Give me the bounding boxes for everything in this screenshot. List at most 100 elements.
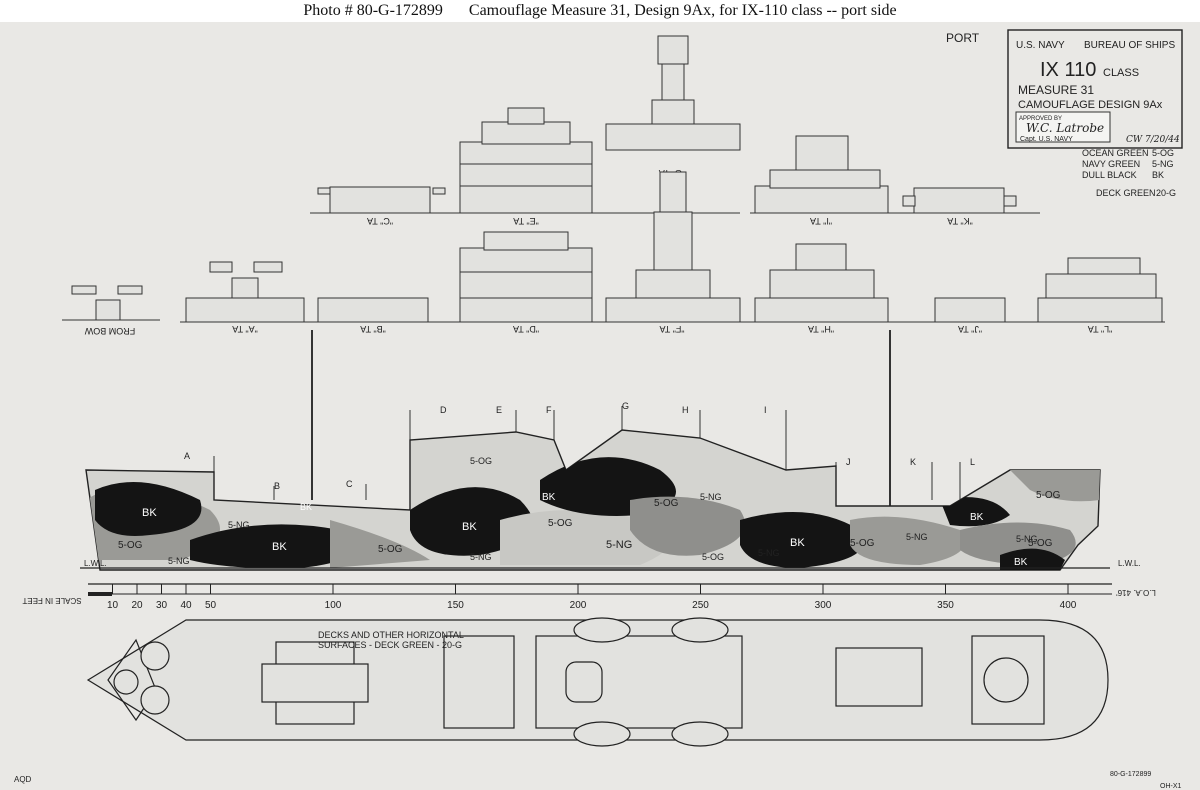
patch-label: 5-OG bbox=[378, 544, 403, 555]
camo-patch-black bbox=[95, 482, 202, 536]
corner-mark-right: OH-X1 bbox=[1160, 783, 1182, 790]
transverse-views-mid bbox=[62, 171, 1165, 323]
patch-label: 5-OG bbox=[118, 540, 143, 551]
section-letter-j: J bbox=[846, 457, 851, 467]
section-letter-b: B bbox=[274, 481, 280, 491]
patch-label: 5-OG bbox=[1028, 538, 1053, 549]
patch-label: 5-NG bbox=[1016, 534, 1038, 544]
patch-label: 5-OG bbox=[850, 538, 875, 549]
section-letter-i: I bbox=[764, 405, 767, 415]
section-letter-k: K bbox=[910, 457, 916, 467]
scale-tick-label: 30 bbox=[156, 600, 168, 611]
patch-label: 5-OG bbox=[654, 498, 679, 509]
title-navy: U.S. NAVY bbox=[1016, 40, 1065, 51]
patch-label: BK bbox=[142, 507, 157, 519]
lwl-label-bow: L.W.L. bbox=[84, 559, 107, 568]
view-i-shape bbox=[754, 185, 889, 214]
legend-name-dull-black: DULL BLACK bbox=[1082, 170, 1137, 180]
patch-label: BK bbox=[272, 541, 287, 553]
patch-label: BK bbox=[1014, 557, 1028, 568]
port-label: PORT bbox=[946, 31, 980, 45]
patch-label: BK bbox=[790, 537, 805, 549]
view-a-shape bbox=[185, 297, 305, 323]
patch-label: 5-OG bbox=[470, 456, 492, 466]
transverse-views-top bbox=[310, 35, 1040, 214]
view-label-k: "K" TA bbox=[947, 216, 973, 226]
scale-tick-label: 10 bbox=[107, 600, 119, 611]
section-letter-f: F bbox=[546, 405, 552, 415]
patch-label: BK bbox=[970, 512, 984, 523]
scale-tick-label: 250 bbox=[692, 600, 709, 611]
view-d-shape bbox=[459, 247, 593, 323]
title-class-no: IX 110 bbox=[1040, 59, 1096, 81]
approval-stamp bbox=[1015, 111, 1111, 143]
loa-label: L.O.A. 416' bbox=[1116, 588, 1156, 597]
view-b-shape bbox=[317, 297, 429, 323]
patch-label: 5-NG bbox=[758, 548, 780, 558]
view-label-c: "C" TA bbox=[367, 216, 393, 226]
patch-label: 5-NG bbox=[470, 552, 492, 562]
scale-tick-label: 300 bbox=[815, 600, 832, 611]
title-block: U.S. NAVY BUREAU OF SHIPS IX 110 CLASS M… bbox=[1007, 29, 1183, 149]
legend-code-dull-black: BK bbox=[1152, 170, 1164, 180]
patch-label: BK bbox=[462, 521, 477, 533]
view-label-f: "F" TA bbox=[659, 324, 684, 334]
patch-label: 5-NG bbox=[700, 492, 722, 502]
caption-title: Camouflage Measure 31, Design 9Ax, for I… bbox=[468, 2, 897, 19]
view-h-shape bbox=[754, 297, 889, 323]
scale-tick-label: 40 bbox=[180, 600, 192, 611]
patch-label: BK bbox=[542, 492, 556, 503]
title-bureau: BUREAU OF SHIPS bbox=[1084, 40, 1175, 51]
from-bow-label: FROM BOW bbox=[84, 326, 135, 336]
section-letters: A B C D E F G H I J K L bbox=[184, 401, 975, 491]
corner-mark-photo: 80-G-172899 bbox=[1110, 771, 1151, 778]
scale-label: SCALE IN FEET bbox=[22, 596, 81, 605]
deck-note-line-2: SURFACES - DECK GREEN - 20-G bbox=[318, 640, 462, 650]
legend-code-navy-green: 5-NG bbox=[1152, 159, 1174, 169]
legend-name-ocean-green: OCEAN GREEN bbox=[1082, 148, 1149, 158]
section-letter-d: D bbox=[440, 405, 447, 415]
patch-label: 5-NG bbox=[906, 532, 928, 542]
section-letter-h: H bbox=[682, 405, 689, 415]
patch-label: 5-NG bbox=[168, 556, 190, 566]
view-label-b: "B" TA bbox=[360, 324, 386, 334]
view-label-j: "J" TA bbox=[958, 324, 982, 334]
view-k-shape bbox=[913, 187, 1005, 214]
view-g-shape bbox=[605, 123, 741, 151]
initials-date: CW 7/20/44 bbox=[1126, 135, 1180, 145]
view-label-l: "L" TA bbox=[1088, 324, 1113, 334]
approval-rank: Capt. U.S. NAVY bbox=[1020, 136, 1073, 143]
hull-profile bbox=[80, 429, 1110, 571]
corner-mark-left: AQD bbox=[14, 775, 32, 784]
view-j-shape bbox=[934, 297, 1006, 323]
title-measure: MEASURE 31 bbox=[1018, 83, 1094, 97]
section-letter-a: A bbox=[184, 451, 190, 461]
patch-label: 5-OG bbox=[548, 518, 573, 529]
camo-patch-labels: BK 5-OG 5-NG BK 5-OG 5-NG 5-OG BK 5-NG 5… bbox=[118, 456, 1061, 568]
scale-tick-label: 150 bbox=[447, 600, 464, 611]
title-class-word: CLASS bbox=[1103, 67, 1139, 79]
deck-plan bbox=[86, 617, 1109, 747]
transverse-labels-mid: FROM BOW "A" TA "B" TA "D" TA "F" TA "H"… bbox=[84, 324, 1112, 336]
view-label-d: "D" TA bbox=[513, 324, 539, 334]
patch-label: 5-NG bbox=[606, 539, 632, 551]
drawing-canvas: U.S. NAVY BUREAU OF SHIPS IX 110 CLASS M… bbox=[14, 29, 1183, 790]
view-label-a: "A" TA bbox=[232, 324, 258, 334]
patch-label: 5-OG bbox=[1036, 490, 1061, 501]
view-l-shape bbox=[1037, 297, 1163, 323]
section-letter-l: L bbox=[970, 457, 975, 467]
approval-signature: W.C. Latrobe bbox=[1026, 121, 1104, 135]
patch-label: 5-OG bbox=[702, 552, 724, 562]
approval-label: APPROVED BY bbox=[1019, 116, 1062, 122]
section-letter-g: G bbox=[622, 401, 629, 411]
scale-tick-label: 400 bbox=[1060, 600, 1077, 611]
deck-note-line-1: DECKS AND OTHER HORIZONTAL bbox=[318, 630, 464, 640]
camouflage-drawing-sheet: U.S. NAVY BUREAU OF SHIPS IX 110 CLASS M… bbox=[0, 22, 1200, 790]
legend-name-navy-green: NAVY GREEN bbox=[1082, 159, 1140, 169]
legend-code-deck-green: 20-G bbox=[1156, 188, 1176, 198]
scale-tick-label: 100 bbox=[325, 600, 342, 611]
title-design: CAMOUFLAGE DESIGN 9Ax bbox=[1018, 99, 1163, 111]
view-label-h: "H" TA bbox=[808, 324, 834, 334]
